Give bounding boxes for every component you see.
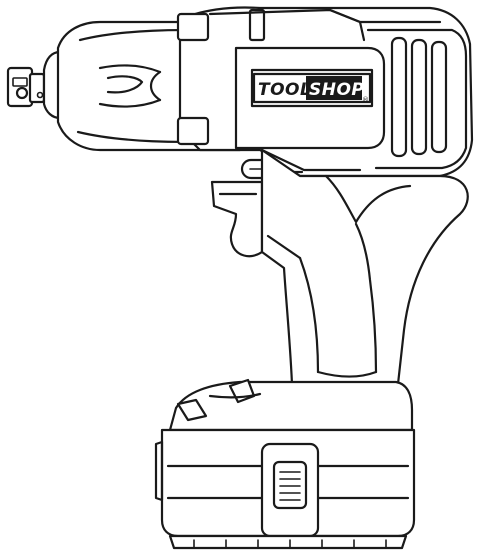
logo-box — [306, 76, 362, 100]
trigger — [210, 180, 264, 258]
anvil-socket — [6, 66, 46, 108]
logo-trademark: ® — [362, 96, 369, 104]
logo-word-tool: TOOL — [258, 80, 311, 100]
brand-logo-plate: TOOL SHOP ® — [234, 46, 386, 150]
handle — [260, 148, 469, 386]
battery-pack — [154, 378, 416, 550]
logo-word-shop: SHOP — [309, 80, 364, 100]
